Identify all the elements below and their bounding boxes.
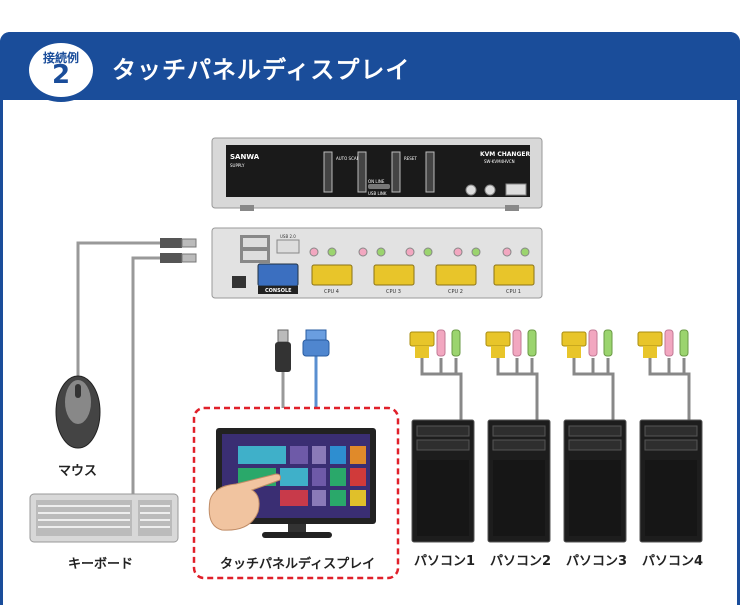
- mouse-cable: [76, 241, 168, 378]
- kvm-model-title: KVM CHANGER: [480, 151, 530, 158]
- touch-display-icon: [208, 428, 376, 538]
- display-highlight-frame: [192, 406, 400, 580]
- diagram-frame: [0, 32, 740, 605]
- usb-plug-keyboard: [160, 253, 197, 263]
- badge-label: 接続例: [42, 51, 79, 65]
- pc4-caption: パソコン4: [642, 554, 704, 569]
- display-caption: タッチパネルディスプレイ: [220, 557, 376, 572]
- keyboard-icon: [29, 493, 179, 543]
- console-vga-port: [257, 263, 299, 287]
- keyboard-cable: [131, 256, 168, 494]
- kvm-online: ON LINE: [368, 179, 385, 184]
- kvm-brand-sub: SUPPLY: [230, 163, 245, 168]
- cables: [76, 241, 691, 494]
- front-usb-port-icon: [505, 183, 527, 196]
- usb-plug-mouse: [160, 238, 197, 248]
- kvm-button-2: [357, 151, 367, 193]
- display-vga-plug-icon: [302, 329, 330, 357]
- kvm-front-unit: SANWA SUPPLY KVM CHANGER SW-KVM4HVCN AUT…: [211, 137, 543, 211]
- cpu-port-label-3: CPU 3: [386, 289, 401, 295]
- kvm-auto-scan: AUTO SCAN: [336, 156, 360, 161]
- page-title: タッチパネルディスプレイ: [112, 56, 411, 84]
- mic-jack-icon: [465, 184, 477, 196]
- display-usb-plug-icon: [275, 329, 291, 372]
- cpu-port-label-4: CPU 4: [324, 289, 339, 295]
- keyboard-caption: キーボード: [68, 557, 134, 572]
- pc2-caption: パソコン2: [490, 554, 552, 569]
- cpu-port-label-2: CPU 2: [448, 289, 463, 295]
- pc2-cable: [496, 358, 539, 420]
- rear-usb-label: USB 2.0: [280, 234, 296, 239]
- pc-connector-plugs: [409, 329, 689, 358]
- kvm-indicator: [368, 184, 390, 189]
- pc1-caption: パソコン1: [414, 554, 476, 569]
- kvm-reset: RESET: [404, 156, 417, 161]
- example-badge: 接続例 2: [24, 38, 98, 102]
- kvm-model-number: SW-KVM4HVCN: [484, 159, 515, 164]
- pc3-caption: パソコン3: [566, 554, 628, 569]
- hand-icon: [208, 473, 281, 531]
- cpu-port-label-1: CPU 1: [506, 289, 521, 295]
- pc1-cable: [420, 358, 463, 420]
- kvm-button-3: [391, 151, 401, 193]
- pc4-cable: [648, 358, 691, 420]
- rear-usb-port: [276, 239, 300, 254]
- kvm-button-4: [425, 151, 435, 193]
- kvm-usb-link: USB LINK: [368, 191, 387, 196]
- console-label: CONSOLE: [265, 288, 292, 294]
- mouse-icon: [55, 375, 101, 449]
- pc3-cable: [572, 358, 615, 420]
- kvm-button-1: [323, 151, 333, 193]
- power-jack-icon: [232, 276, 246, 288]
- mouse-caption: マウス: [58, 464, 98, 479]
- kvm-rear-unit: USB 2.0 CONSOLE CPU 4 CPU 3 CPU 2 CPU 1: [211, 227, 543, 299]
- cpu-ports: CPU 4 CPU 3 CPU 2 CPU 1: [309, 247, 535, 295]
- header-bar: [0, 32, 740, 100]
- pc-tower-3: [563, 419, 627, 543]
- kvm-brand: SANWA: [230, 153, 260, 161]
- pc-tower-1: [411, 419, 475, 543]
- speaker-jack-icon: [484, 184, 496, 196]
- pc-tower-4: [639, 419, 703, 543]
- pc-tower-2: [487, 419, 551, 543]
- badge-number: 2: [51, 60, 71, 90]
